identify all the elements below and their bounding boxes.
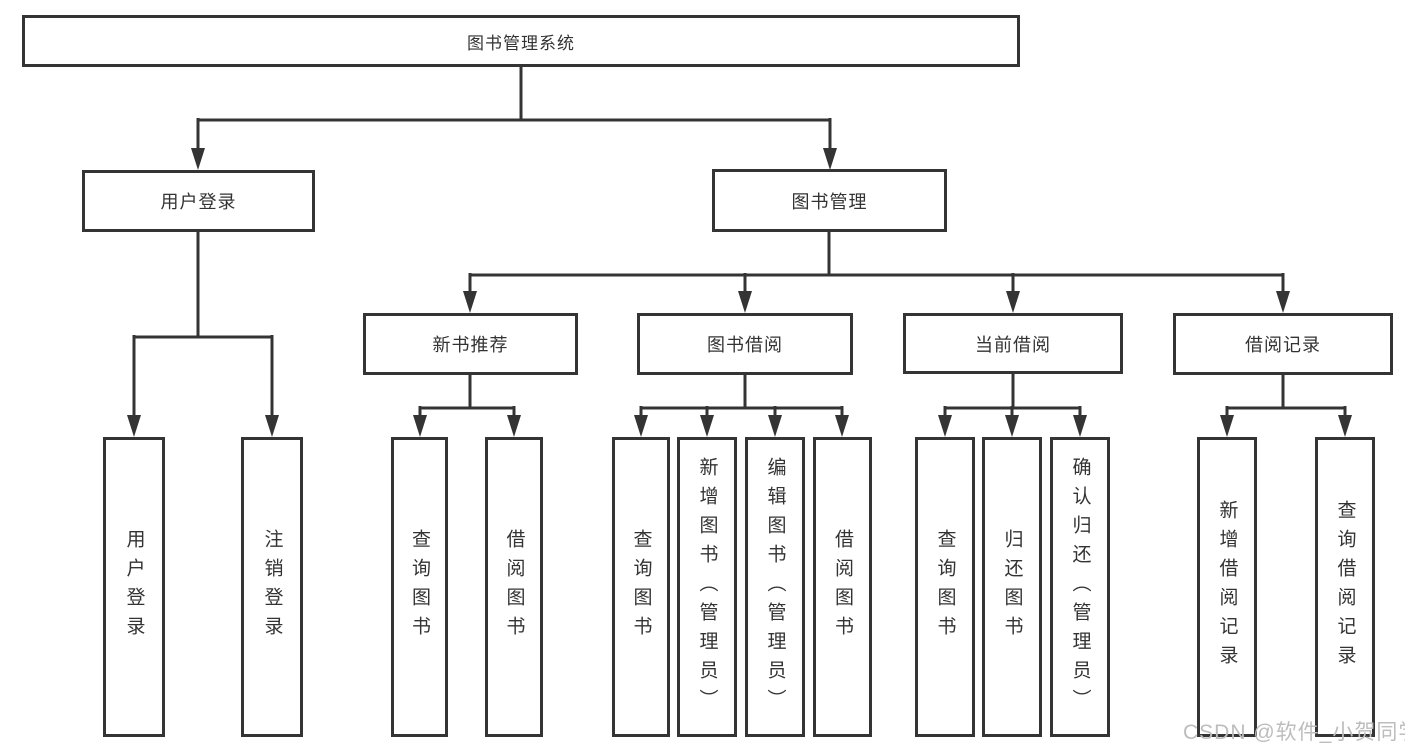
connector-root-to-level2 — [196, 67, 832, 151]
leaf-edit-books-admin: 编辑图书（管理员） — [745, 437, 805, 737]
leaf-logout: 注销登录 — [241, 437, 303, 737]
node-current-borrowing: 当前借阅 — [903, 313, 1123, 374]
node-book-management: 图书管理 — [712, 169, 947, 232]
node-new-book-recommend: 新书推荐 — [363, 313, 578, 375]
leaf-user-login: 用户登录 — [103, 437, 165, 737]
leaf-borrow-books-2: 借阅图书 — [813, 437, 872, 737]
arrowheads — [127, 148, 1352, 437]
leaf-return-books: 归还图书 — [982, 437, 1042, 737]
connector-current-to-leaves — [943, 374, 1082, 420]
connector-borrowing-to-leaves — [639, 375, 844, 420]
node-borrowing-records: 借阅记录 — [1173, 313, 1393, 375]
leaf-query-books-1: 查询图书 — [391, 437, 448, 737]
connector-bookmgmt-to-level3 — [468, 232, 1285, 295]
leaf-add-books-admin: 新增图书（管理员） — [677, 437, 737, 737]
node-user-login: 用户登录 — [82, 170, 315, 232]
node-root-system: 图书管理系统 — [22, 15, 1020, 67]
connector-newbooks-to-leaves — [418, 375, 516, 420]
leaf-borrow-books-1: 借阅图书 — [485, 437, 543, 737]
leaf-query-books-2: 查询图书 — [612, 437, 670, 737]
connector-userlogin-to-leaves — [132, 232, 274, 418]
leaf-query-borrow-record: 查询借阅记录 — [1315, 437, 1375, 737]
csdn-watermark: CSDN @软件_小贺同学 — [1183, 721, 1405, 744]
leaf-add-borrow-record: 新增借阅记录 — [1197, 437, 1257, 737]
leaf-confirm-return-admin: 确认归还（管理员） — [1050, 437, 1110, 737]
node-book-borrowing: 图书借阅 — [637, 313, 853, 375]
leaf-query-books-3: 查询图书 — [915, 437, 975, 737]
connector-records-to-leaves — [1225, 375, 1347, 420]
